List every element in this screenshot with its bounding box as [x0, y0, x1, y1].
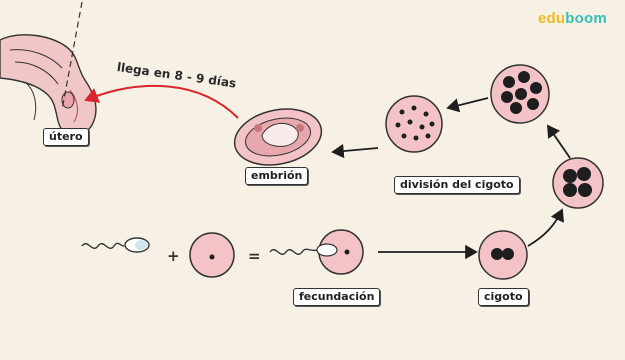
uterus-icon: [0, 2, 96, 136]
label-cigoto: cigoto: [478, 288, 529, 306]
fertilization-icon: [270, 230, 363, 274]
plus-sign: +: [167, 247, 180, 265]
logo-boom: boom: [565, 10, 607, 27]
cell-division-icon: [553, 158, 603, 208]
label-embrion: embrión: [245, 167, 308, 185]
zygote-icon: [479, 231, 527, 279]
label-utero: útero: [43, 128, 89, 146]
label-fecundacion: fecundación: [293, 288, 380, 306]
arrow-icon: [333, 148, 378, 152]
eduboom-logo: eduboom: [538, 10, 607, 27]
cell-division-icon: [491, 65, 549, 123]
logo-edu: edu: [538, 10, 565, 27]
arrow-icon: [448, 98, 488, 108]
embryo-icon: [229, 101, 326, 172]
equals-sign: =: [248, 247, 261, 265]
label-division: división del cigoto: [394, 176, 520, 194]
cell-division-icon: [386, 96, 442, 152]
arrow-icon: [548, 126, 570, 158]
ovum-icon: [190, 233, 234, 277]
arrow-icon: [528, 210, 562, 246]
arrival-arrow-icon: [86, 86, 238, 118]
sperm-icon: [82, 238, 149, 252]
